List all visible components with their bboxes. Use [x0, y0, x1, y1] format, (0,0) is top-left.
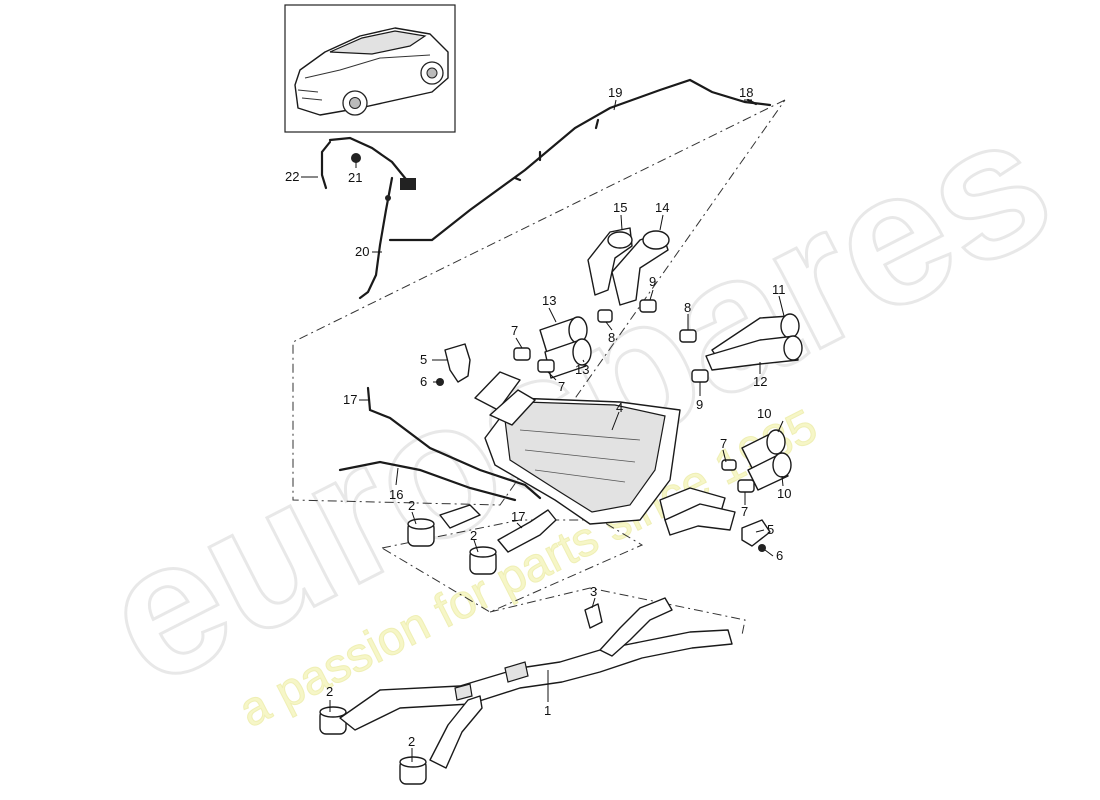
callout-10: 10 — [757, 406, 771, 421]
watermark-brand: eurospares — [72, 73, 1081, 727]
callout-2: 2 — [408, 498, 415, 513]
callout-5: 5 — [420, 352, 427, 367]
hose-22 — [320, 140, 332, 190]
callout-11: 11 — [772, 282, 786, 297]
front-pipe-1 — [339, 597, 733, 769]
callout-7: 7 — [558, 379, 565, 394]
callout-8: 8 — [608, 330, 615, 345]
grommet-21 — [351, 153, 361, 163]
vacuum-line-19 — [388, 78, 772, 242]
clamp-9-upper — [639, 299, 657, 313]
callout-20: 20 — [355, 244, 369, 259]
rear-muffler-4 — [474, 371, 736, 536]
bracket-5-left — [444, 343, 471, 383]
callout-10: 10 — [777, 486, 791, 501]
vacuum-line-20 — [328, 136, 416, 300]
callout-1: 1 — [544, 703, 551, 718]
tailpipe-15 — [587, 227, 633, 296]
clamp-2-upper-left — [407, 518, 435, 547]
upper-group-outline — [292, 99, 786, 506]
callout-9: 9 — [696, 397, 703, 412]
clamp-9-right — [691, 369, 709, 383]
tailpipe-10 — [741, 429, 792, 491]
leader-lines — [301, 99, 785, 762]
callout-19: 19 — [608, 85, 622, 100]
clamp-8-upper — [597, 309, 613, 323]
callout-2: 2 — [470, 528, 477, 543]
callout-7: 7 — [720, 436, 727, 451]
hanger-3 — [584, 603, 603, 629]
callout-5: 5 — [767, 522, 774, 537]
callout-21: 21 — [348, 170, 362, 185]
vehicle-body — [294, 27, 449, 116]
callout-9: 9 — [649, 274, 656, 289]
callout-4: 4 — [616, 400, 623, 415]
callout-7: 7 — [511, 323, 518, 338]
callout-12: 12 — [753, 374, 767, 389]
callout-17: 17 — [511, 509, 525, 524]
bolt-6-right — [758, 544, 766, 552]
callout-6: 6 — [420, 374, 427, 389]
lower-group-outline — [489, 587, 746, 636]
tailpipe-14 — [611, 230, 670, 306]
clamp-8-right — [679, 329, 697, 343]
callout-17: 17 — [343, 392, 357, 407]
pipe-17-lower — [439, 504, 557, 553]
callout-13: 13 — [542, 293, 556, 308]
callout-18: 18 — [739, 85, 753, 100]
callout-8: 8 — [684, 300, 691, 315]
clamp-2-lower-b — [399, 756, 427, 785]
callout-16: 16 — [389, 487, 403, 502]
callout-15: 15 — [613, 200, 627, 215]
clamp-7-upper — [513, 347, 555, 373]
clamp-2-upper-mid — [469, 546, 497, 575]
callout-2: 2 — [326, 684, 333, 699]
middle-group-outline — [380, 519, 644, 613]
clamp-7-right — [721, 459, 755, 493]
bolt-6-left — [436, 378, 444, 386]
callout-22: 22 — [285, 169, 299, 184]
bracket-5-right — [741, 519, 771, 547]
tailpipe-13 — [539, 316, 592, 379]
tailpipe-12 — [705, 335, 803, 371]
callout-3: 3 — [590, 584, 597, 599]
callout-13: 13 — [575, 362, 589, 377]
callout-14: 14 — [655, 200, 669, 215]
vehicle-thumbnail — [284, 4, 456, 133]
callout-6: 6 — [776, 548, 783, 563]
clamp-2-lower-a — [319, 706, 347, 735]
hose-17-upper — [338, 386, 542, 502]
callout-2: 2 — [408, 734, 415, 749]
callouts: 1 2 2 2 2 3 4 5 5 6 6 7 7 7 7 8 8 9 9 10… — [285, 85, 791, 749]
callout-7: 7 — [741, 504, 748, 519]
